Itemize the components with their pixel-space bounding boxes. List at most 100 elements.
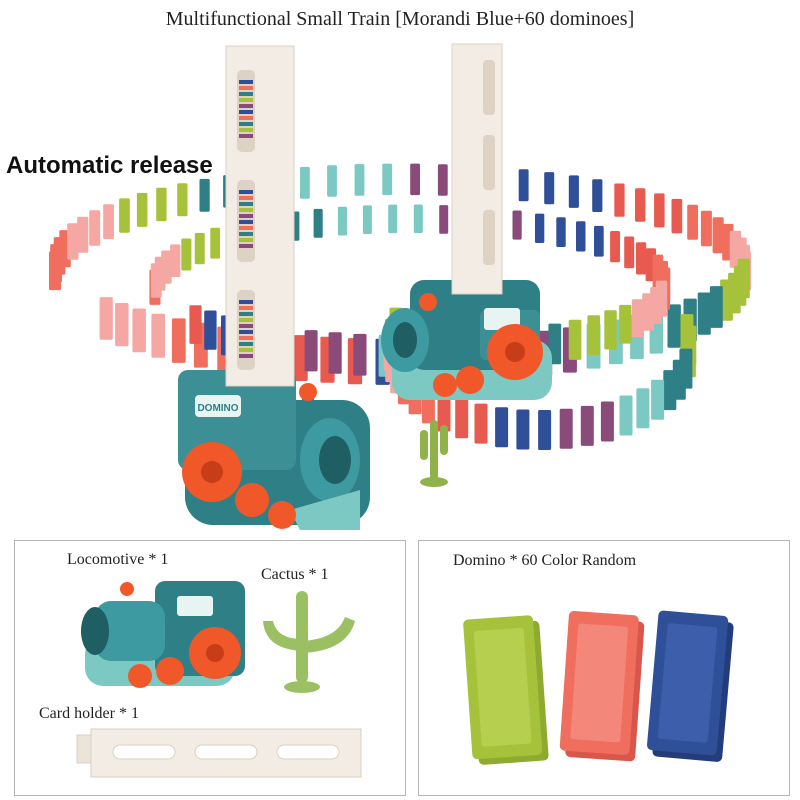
tower-domino-stripe (239, 196, 253, 200)
domino-piece (568, 319, 582, 360)
domino-piece (576, 221, 586, 252)
domino-piece (437, 391, 451, 432)
domino-piece (293, 335, 308, 381)
contents-illustration (76, 581, 362, 778)
domino-piece (697, 292, 711, 335)
domino-piece (99, 297, 113, 340)
domino-piece (362, 205, 372, 234)
domino-piece (171, 318, 186, 363)
tower-domino-stripe (239, 238, 253, 242)
automatic-release-caption: Automatic release (6, 152, 213, 179)
card-holder-label: Card holder * 1 (39, 705, 139, 722)
tower-domino-stripe (239, 342, 253, 346)
domino-piece (300, 166, 310, 199)
domino-piece (516, 409, 530, 450)
domino-piece (663, 370, 677, 411)
domino-piece (439, 205, 449, 234)
domino-piece (651, 379, 665, 420)
domino-piece (194, 232, 205, 265)
tower-domino-stripe (239, 208, 253, 212)
domino-piece (304, 330, 318, 372)
tower-domino-stripe (239, 128, 253, 132)
domino-piece (610, 231, 620, 263)
domino-piece (619, 304, 632, 344)
domino-piece (337, 206, 347, 236)
tower-domino-stripe (239, 134, 253, 138)
domino-piece (512, 210, 522, 240)
domino-piece (474, 403, 488, 444)
tower-domino-stripe (239, 336, 253, 340)
domino-sample-blue (647, 610, 734, 762)
domino-piece (151, 313, 165, 358)
tower-domino-stripe (239, 330, 253, 334)
domino-piece (89, 210, 101, 246)
domino-piece (614, 183, 625, 217)
tower-domino-stripe (239, 306, 253, 310)
tower-domino-stripe (239, 324, 253, 328)
domino-piece (328, 332, 342, 374)
domino-piece (161, 250, 172, 284)
tower-domino-stripe (239, 116, 253, 120)
domino-piece (587, 315, 600, 355)
locomotive-front: DOMINO (178, 370, 370, 530)
tower-domino-stripe (239, 86, 253, 90)
domino-piece (189, 305, 202, 344)
domino-piece (635, 188, 646, 222)
domino-piece (544, 172, 555, 205)
domino-samples (463, 610, 734, 765)
domino-piece (538, 410, 552, 450)
domino-piece (600, 401, 614, 442)
domino-piece (156, 187, 167, 222)
domino-piece (671, 198, 683, 234)
domino-piece (556, 217, 566, 247)
domino-piece (700, 210, 712, 247)
tower-domino-stripe (239, 220, 253, 224)
domino-piece (667, 304, 681, 348)
domino-piece (132, 308, 146, 353)
domino-piece (624, 236, 635, 269)
domino-piece (181, 238, 192, 271)
locomotive-back (381, 280, 552, 400)
domino-piece (654, 193, 665, 228)
domino-piece (413, 204, 423, 233)
domino-piece (410, 163, 420, 196)
tower-domino-stripe (239, 202, 253, 206)
locomotive-badge-text: DOMINO (197, 403, 238, 414)
domino-piece (103, 204, 114, 240)
tower-domino-stripe (239, 122, 253, 126)
domino-piece (619, 395, 633, 436)
domino-piece (77, 216, 89, 253)
locomotive-label: Locomotive * 1 (67, 551, 169, 568)
domino-piece (559, 408, 573, 449)
domino-piece (177, 183, 188, 217)
domino-piece (199, 178, 210, 212)
domino-piece (594, 225, 604, 257)
domino-track (49, 163, 751, 450)
tower-domino-stripe (239, 92, 253, 96)
domino-piece (437, 164, 448, 196)
tower-domino-stripe (239, 214, 253, 218)
domino-piece (687, 204, 698, 240)
domino-piece (210, 227, 220, 259)
domino-piece (580, 405, 594, 446)
tower-domino-stripe (239, 80, 253, 84)
domino-piece (204, 310, 217, 350)
domino-piece (535, 213, 545, 243)
domino-piece (382, 163, 393, 196)
domino-piece (313, 208, 323, 238)
domino-piece (548, 323, 562, 365)
domino-piece (636, 388, 650, 429)
tower-domino-stripe (239, 110, 253, 114)
domino-piece (518, 169, 529, 202)
page-title: Multifunctional Small Train [Morandi Blu… (165, 8, 635, 30)
card-holder-tower-front (225, 45, 295, 387)
domino-piece (388, 204, 398, 234)
domino-piece (592, 179, 603, 212)
domino-piece (115, 303, 129, 347)
tower-domino-stripe (239, 312, 253, 316)
domino-piece (495, 407, 509, 448)
cactus-label: Cactus * 1 (261, 566, 329, 583)
domino-piece (170, 244, 181, 277)
domino-contents-panel: Domino * 60 Color Random (418, 540, 790, 796)
tower-domino-stripe (239, 190, 253, 194)
